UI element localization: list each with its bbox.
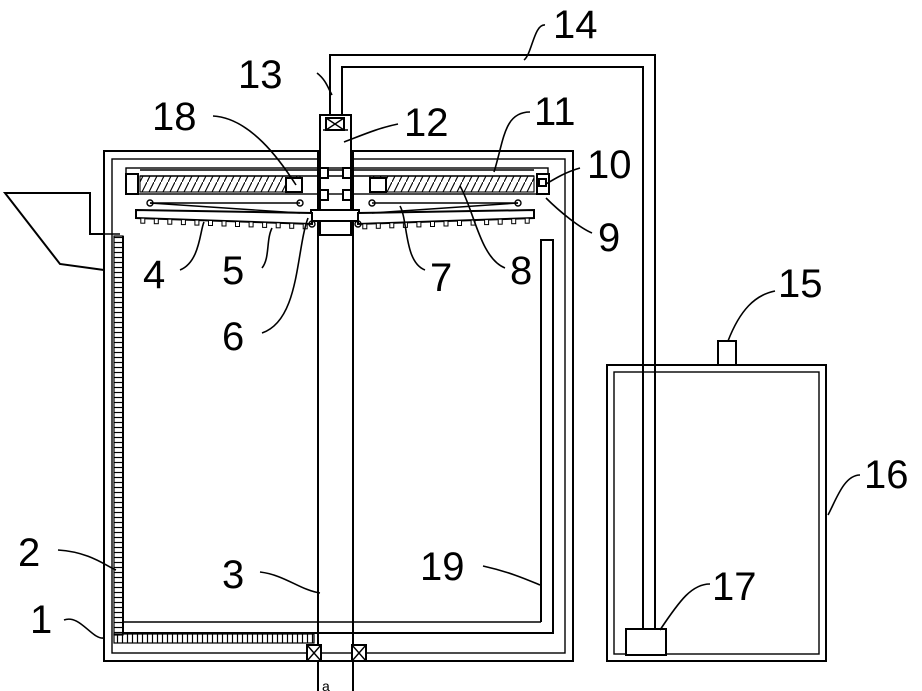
label-13: 13 [238, 53, 283, 97]
nozzle [209, 221, 213, 226]
label-17: 17 [712, 565, 757, 609]
nozzle [390, 223, 394, 228]
pump [626, 629, 666, 655]
nozzle [222, 221, 226, 226]
nozzle [417, 222, 421, 227]
vent-cap [718, 341, 736, 365]
label-14: 14 [553, 3, 598, 47]
label-2: 2 [18, 531, 40, 575]
feed-hopper [5, 193, 120, 270]
nozzle [168, 219, 172, 224]
nozzle [512, 219, 516, 224]
nozzle [154, 219, 158, 224]
nozzle [236, 222, 240, 227]
nozzle [444, 221, 448, 226]
nozzle [249, 222, 253, 227]
label-8: 8 [510, 249, 532, 293]
label-1: 1 [30, 598, 52, 642]
nozzle [431, 222, 435, 227]
label-15: 15 [778, 262, 823, 306]
label-12: 12 [404, 101, 449, 145]
inner-basket [123, 236, 553, 633]
nozzle [276, 223, 280, 228]
svg-text:a: a [322, 678, 330, 691]
nozzle [498, 219, 502, 224]
bottom-bearings: a [307, 645, 366, 691]
central-shaft [318, 115, 353, 691]
part-labels: 1 2 3 4 5 6 7 8 9 10 11 12 13 14 15 16 1… [18, 3, 909, 642]
nozzle [363, 224, 367, 229]
label-6: 6 [222, 315, 244, 359]
storage-tank [607, 365, 826, 661]
nozzle [376, 223, 380, 228]
nozzle [525, 218, 529, 223]
nozzle [195, 220, 199, 225]
heating-layer [114, 236, 314, 643]
nozzle [458, 221, 462, 226]
label-3: 3 [222, 553, 244, 597]
nozzle [141, 218, 145, 223]
label-5: 5 [222, 249, 244, 293]
label-19: 19 [420, 545, 465, 589]
nozzle [263, 222, 267, 227]
nozzle [181, 220, 185, 225]
nozzle [290, 223, 294, 228]
label-7: 7 [430, 256, 452, 300]
label-18: 18 [152, 95, 197, 139]
label-9: 9 [598, 216, 620, 260]
label-11: 11 [534, 90, 576, 134]
label-4: 4 [143, 253, 165, 297]
label-16: 16 [864, 453, 909, 497]
label-10: 10 [587, 143, 632, 187]
nozzle [485, 220, 489, 225]
